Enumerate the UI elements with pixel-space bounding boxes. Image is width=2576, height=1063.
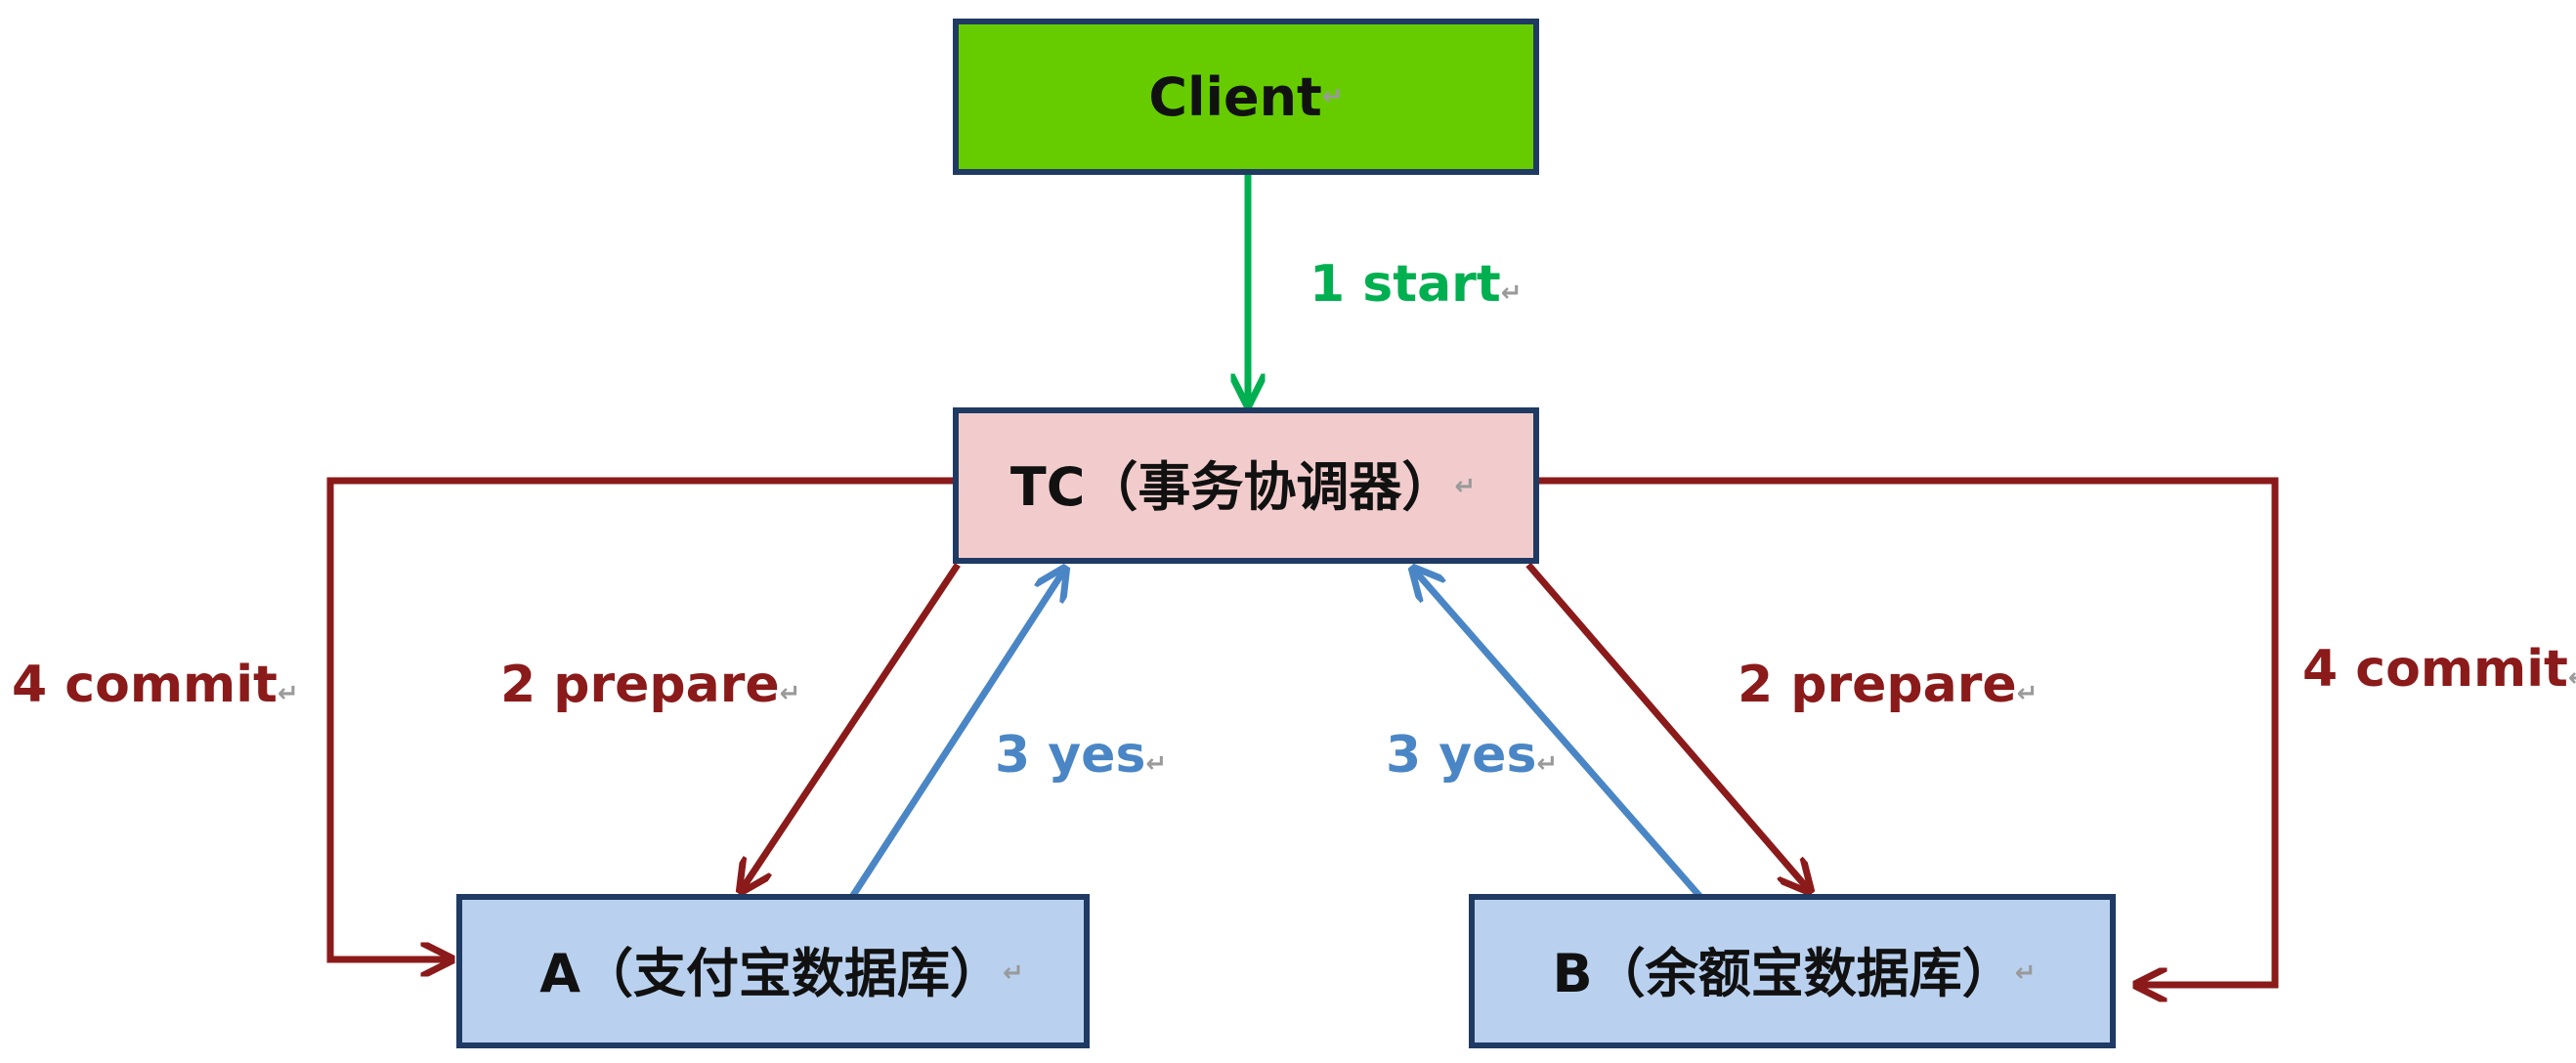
edge-start-label: 1 start↵ — [1309, 255, 1522, 314]
edge-commit-a-label: 4 commit↵ — [12, 656, 299, 714]
edge-commit-b-arrow — [1536, 477, 2279, 985]
edge-commit-a-arrow — [326, 477, 954, 959]
edge-commit-b-label: 4 commit↵ — [2302, 640, 2576, 699]
node-a-box — [456, 894, 1090, 1048]
node-tc-label: TC（事务协调器）↵ — [1010, 456, 1476, 518]
edge-yes-a-label: 3 yes↵ — [995, 726, 1167, 785]
edge-prepare-a-arrow — [741, 563, 961, 891]
node-client: Client↵ — [953, 19, 1539, 175]
node-b: B（余额宝数据库）↵ — [1469, 894, 2116, 1048]
node-client-label: Client↵ — [1148, 66, 1343, 128]
node-a-label: A（支付宝数据库）↵ — [539, 943, 1024, 1004]
edge-prepare-b-arrow — [1525, 562, 1810, 891]
edge-yes-b-arrow — [1413, 569, 1703, 900]
node-tc-box — [953, 407, 1539, 564]
edge-yes-b-label: 3 yes↵ — [1386, 726, 1558, 785]
node-b-box — [1469, 894, 2116, 1048]
node-client-box — [953, 19, 1539, 175]
edge-prepare-b-label: 2 prepare↵ — [1738, 656, 2038, 714]
node-tc: TC（事务协调器）↵ — [953, 407, 1539, 564]
edge-yes-a-arrow — [849, 569, 1065, 899]
edge-prepare-a-label: 2 prepare↵ — [500, 656, 800, 714]
node-a: A（支付宝数据库）↵ — [456, 894, 1090, 1048]
node-b-label: B（余额宝数据库）↵ — [1553, 943, 2037, 1004]
